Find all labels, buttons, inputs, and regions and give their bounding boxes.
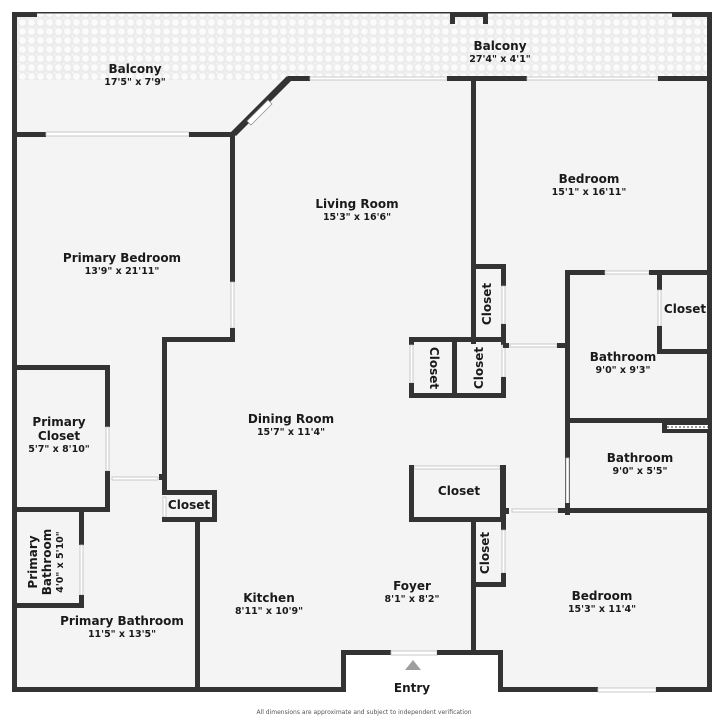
- room-label-primary-bedroom: Primary Bedroom 13'9" x 21'11": [62, 251, 182, 277]
- closet-label-bedroom-vertical: Closet: [480, 282, 495, 326]
- entry-arrow-icon: [405, 660, 421, 670]
- room-label-balcony-left: Balcony 17'5" x 7'9": [104, 62, 166, 88]
- closet-label-primary: Closet: [167, 498, 211, 513]
- disclaimer-note: All dimensions are approximate and subje…: [256, 709, 472, 716]
- room-label-primary-closet: Primary Closet 5'7" x 8'10": [28, 415, 90, 455]
- entry-area: [343, 652, 501, 697]
- room-label-dining-room: Dining Room 15'7" x 11'4": [247, 412, 335, 438]
- room-label-bedroom-bottom: Bedroom 15'3" x 11'4": [567, 589, 637, 615]
- room-label-primary-bathroom: Primary Bathroom 11'5" x 13'5": [60, 614, 184, 640]
- room-label-living-room: Living Room 15'3" x 16'6": [315, 197, 399, 223]
- closet-label-hall-right: Closet: [472, 346, 487, 390]
- room-label-entry: Entry: [393, 681, 431, 696]
- closet-label-hall-lower: Closet: [437, 484, 481, 499]
- closet-label-hall-left: Closet: [426, 346, 441, 390]
- room-label-bathroom-bottom: Bathroom 9'0" x 5'5": [606, 451, 674, 477]
- wall-west: [12, 12, 17, 692]
- room-label-foyer: Foyer 8'1" x 8'2": [384, 579, 440, 605]
- closet-label-bedroom-bottom: Closet: [478, 531, 493, 575]
- room-label-balcony-right: Balcony 27'4" x 4'1": [469, 39, 531, 65]
- room-label-primary-bathroom-small: Primary Bathroom 4'0" x 5'10": [26, 528, 66, 596]
- room-label-bathroom-top: Bathroom 9'0" x 9'3": [589, 350, 657, 376]
- room-label-bedroom-top: Bedroom 15'1" x 16'11": [551, 172, 627, 198]
- closet-label-bathroom: Closet: [663, 302, 707, 317]
- room-label-kitchen: Kitchen 8'11" x 10'9": [234, 591, 304, 617]
